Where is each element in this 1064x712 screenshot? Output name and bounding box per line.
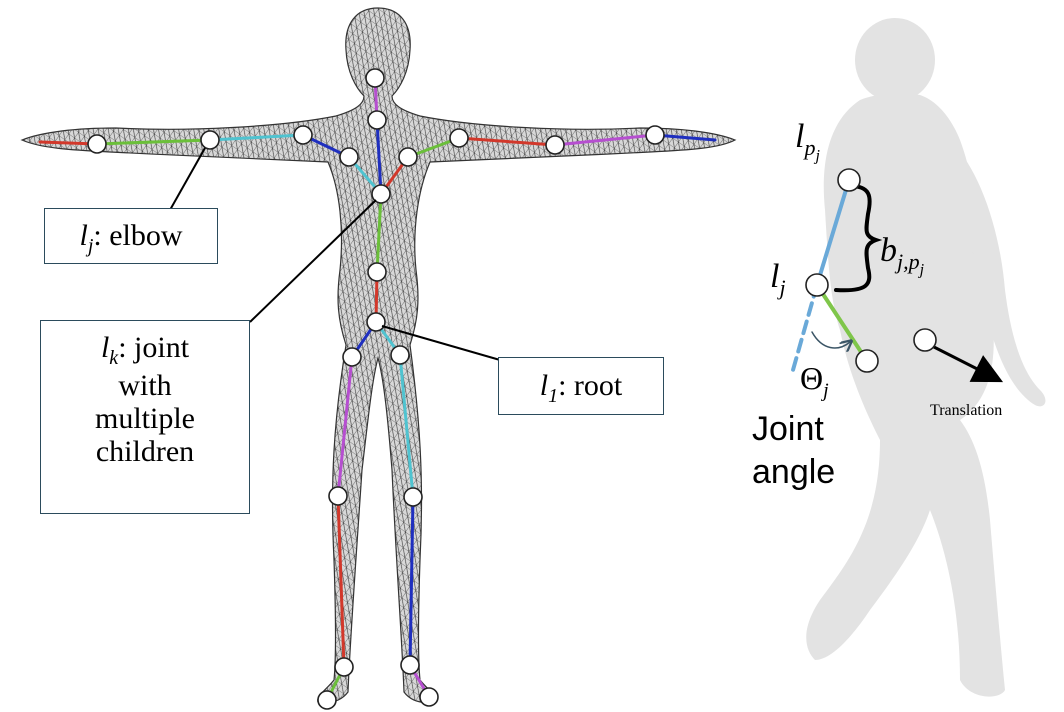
callout-elbow: lj: elbow — [44, 208, 218, 264]
label-parent-joint: lpj — [795, 118, 820, 165]
joint-right-wrist — [646, 126, 664, 144]
joint-lower-spine — [368, 263, 386, 281]
joint-neck — [368, 111, 386, 129]
callout-joint-multiple-children: lk: joint with multiple children — [40, 320, 250, 514]
joint-right-foot — [420, 688, 438, 706]
joint-right-hip — [391, 346, 409, 364]
joint-left-elbow — [201, 131, 219, 149]
joint-right-elbow — [546, 136, 564, 154]
label-translation: Translation — [930, 402, 1002, 420]
label-theta: Θj — [800, 360, 829, 402]
joint-parent — [838, 169, 860, 191]
bone-extension-dashed — [793, 285, 817, 370]
elbow-leader — [170, 148, 205, 210]
joint-right-knee — [404, 488, 422, 506]
joint-left-wrist — [88, 135, 106, 153]
joint-left-ankle — [335, 658, 353, 676]
label-joint: lj — [770, 258, 786, 301]
label-joint-angle: Joint angle — [752, 408, 835, 493]
joint-left-hip — [343, 348, 361, 366]
callout-root: l1: root — [498, 357, 664, 415]
joint-translation — [914, 329, 936, 351]
joint-child — [856, 350, 878, 372]
joint-head — [366, 69, 384, 87]
label-bone-length: bj,pj — [880, 232, 924, 279]
joint-left-shoulder — [294, 126, 312, 144]
joint-right-ankle — [401, 656, 419, 674]
joint-left-clavicle — [340, 148, 358, 166]
joint-current — [806, 274, 828, 296]
joint-root — [367, 313, 385, 331]
joint-right-shoulder — [450, 129, 468, 147]
joint-left-knee — [329, 487, 347, 505]
silhouette-body — [806, 18, 1045, 697]
joint-right-clavicle — [399, 148, 417, 166]
joint-left-foot — [318, 691, 336, 709]
